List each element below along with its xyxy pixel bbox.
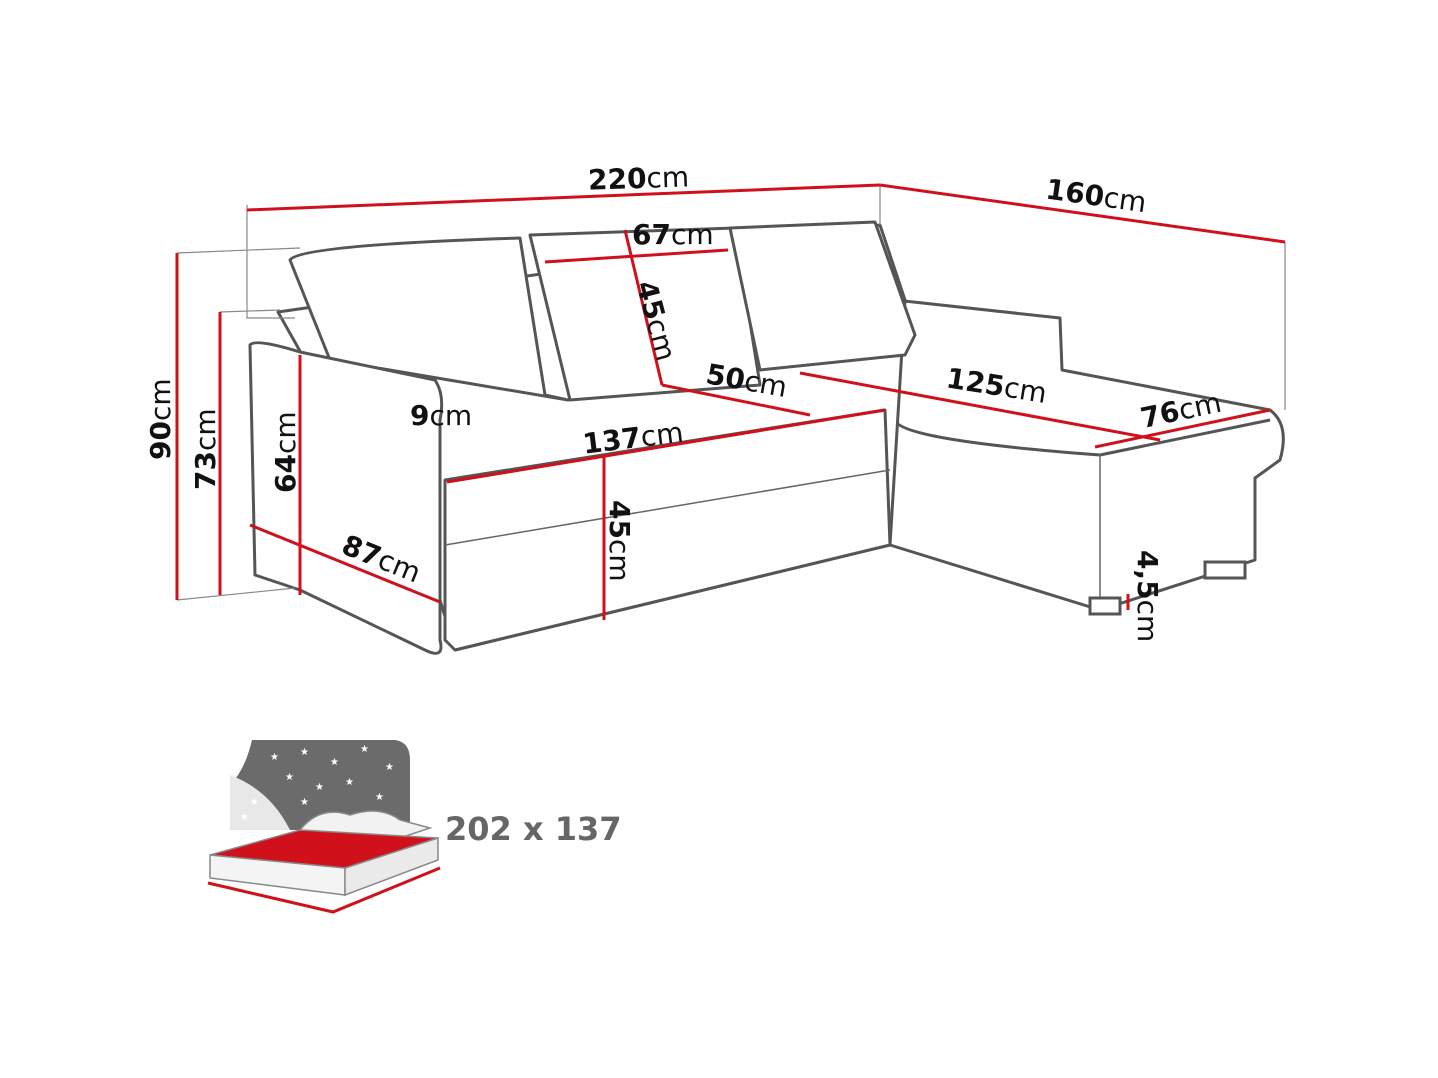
label-total-height: 90cm	[144, 378, 177, 460]
bed-size-label: 202 x 137	[445, 810, 622, 848]
label-seat-width: 137cm	[581, 416, 685, 461]
svg-text:★: ★	[300, 747, 309, 758]
svg-text:★: ★	[330, 757, 339, 768]
svg-text:★: ★	[285, 772, 294, 783]
dimension-lines	[175, 183, 1286, 620]
svg-text:★: ★	[250, 797, 259, 808]
svg-text:★: ★	[385, 762, 394, 773]
svg-text:★: ★	[345, 777, 354, 788]
label-total-width: 220cm	[587, 160, 689, 197]
label-leg-height: 4,5cm	[1131, 550, 1164, 642]
label-chaise-seat-length: 125cm	[944, 361, 1049, 409]
label-seat-depth: 50cm	[704, 357, 790, 404]
sleeping-function-icon: ★★★★ ★★★★ ★★★★	[207, 740, 441, 914]
label-armrest-height: 64cm	[269, 411, 302, 493]
svg-text:★: ★	[300, 797, 309, 808]
sofa-outline	[248, 220, 1285, 655]
svg-text:★: ★	[270, 752, 279, 763]
label-cushion-width: 67cm	[632, 218, 714, 251]
label-armrest-width: 9cm	[410, 399, 472, 432]
svg-text:★: ★	[375, 792, 384, 803]
label-back-height: 73cm	[189, 408, 222, 490]
label-seat-height: 45cm	[603, 500, 636, 582]
svg-text:★: ★	[240, 812, 249, 823]
svg-text:★: ★	[360, 744, 369, 755]
svg-text:★: ★	[315, 782, 324, 793]
label-chaise-length: 160cm	[1044, 173, 1149, 220]
guide-lines	[176, 185, 1286, 601]
